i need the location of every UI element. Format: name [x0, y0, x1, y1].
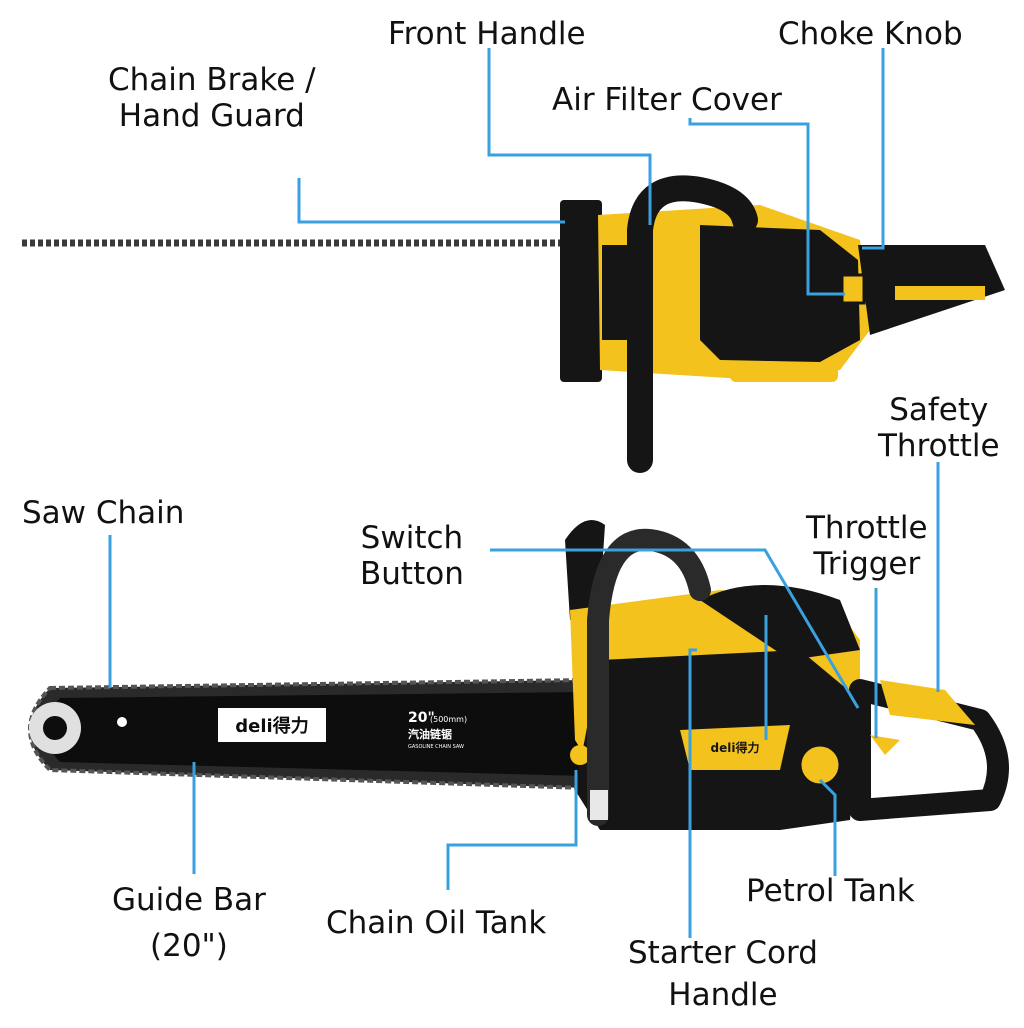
leader-lines: [108, 48, 940, 938]
label-air-filter-cover: Air Filter Cover: [552, 82, 782, 118]
side-oil-cap: [570, 745, 590, 765]
label-petrol-tank: Petrol Tank: [746, 873, 915, 909]
bar-size-text: 20": [408, 710, 435, 726]
label-saw-chain-text: Saw Chain: [22, 495, 185, 531]
label-switch-button-line2: Button: [360, 556, 464, 592]
top-view-chainsaw: [22, 175, 1005, 473]
top-yellow-lever: [730, 362, 838, 382]
leader-front-handle: [487, 48, 652, 225]
label-guide-bar-line1: Guide Bar: [112, 882, 266, 918]
top-air-filter-cover: [700, 225, 860, 362]
side-petrol-cap: [798, 743, 842, 787]
label-saw-chain: Saw Chain: [22, 495, 184, 531]
leader-starter-cord: [688, 648, 697, 938]
bar-size-mm-text: (500mm): [430, 715, 467, 724]
label-throttle-trigger-line2: Trigger: [813, 546, 921, 582]
label-chain-brake-line1: Chain Brake /: [108, 62, 316, 98]
side-rear-handle: [849, 679, 1009, 821]
side-safety-throttle: [880, 680, 975, 725]
label-chain-oil-tank: Chain Oil Tank: [326, 905, 546, 941]
label-air-filter-cover-text: Air Filter Cover: [552, 82, 782, 118]
label-starter-cord-handle: Starter Cord Handle: [628, 935, 818, 1013]
label-petrol-tank-text: Petrol Tank: [746, 873, 915, 909]
side-brand-logo: deli得力: [711, 740, 760, 755]
label-front-handle-text: Front Handle: [388, 16, 586, 52]
top-throttle-strip: [895, 286, 985, 300]
label-chain-brake: Chain Brake / Hand Guard: [108, 62, 316, 134]
label-safety-throttle-line2: Throttle: [878, 428, 1000, 464]
bar-en-text: GASOLINE CHAIN SAW: [408, 744, 464, 750]
label-safety-throttle: Safety Throttle: [878, 392, 1000, 464]
label-starter-cord-line1: Starter Cord: [628, 935, 818, 971]
top-front-handle: [627, 175, 758, 473]
label-throttle-trigger: Throttle Trigger: [806, 510, 928, 582]
bar-brand-logo: deli得力: [235, 715, 308, 737]
label-switch-button-line1: Switch: [360, 520, 464, 556]
label-throttle-trigger-line1: Throttle: [806, 510, 928, 546]
side-sprocket-hub: [43, 716, 67, 740]
leader-chain-brake: [297, 178, 565, 224]
side-front-handle: [587, 528, 711, 826]
side-handle-cap: [590, 790, 608, 820]
label-chain-oil-tank-text: Chain Oil Tank: [326, 905, 547, 941]
side-view-chainsaw: deli得力 20" (500mm) 汽油链锯 GASOLINE CHAIN S…: [28, 520, 1009, 830]
label-chain-brake-line2: Hand Guard: [118, 98, 305, 134]
label-choke-knob: Choke Knob: [778, 16, 963, 52]
label-front-handle: Front Handle: [388, 16, 586, 52]
bar-logo-plate: [218, 708, 326, 742]
leader-air-filter-cover: [688, 118, 845, 296]
side-logo-panel: [680, 725, 790, 770]
top-choke-knob: [840, 273, 866, 305]
label-choke-knob-text: Choke Knob: [778, 16, 963, 52]
side-bar-hole: [117, 717, 127, 727]
label-starter-cord-line2: Handle: [668, 977, 778, 1013]
label-guide-bar-line2: (20"): [150, 928, 228, 964]
top-hand-guard: [560, 200, 602, 382]
leader-chain-oil-tank: [446, 770, 578, 890]
label-guide-bar: Guide Bar (20"): [112, 882, 266, 964]
label-switch-button: Switch Button: [360, 520, 464, 592]
bar-cn-text: 汽油链锯: [408, 727, 452, 741]
leader-petrol-tank: [818, 778, 837, 876]
label-safety-throttle-line1: Safety: [889, 392, 989, 428]
leader-switch-button-1: [490, 548, 860, 709]
leader-choke-knob: [862, 48, 885, 250]
side-throttle-trigger: [870, 735, 900, 755]
